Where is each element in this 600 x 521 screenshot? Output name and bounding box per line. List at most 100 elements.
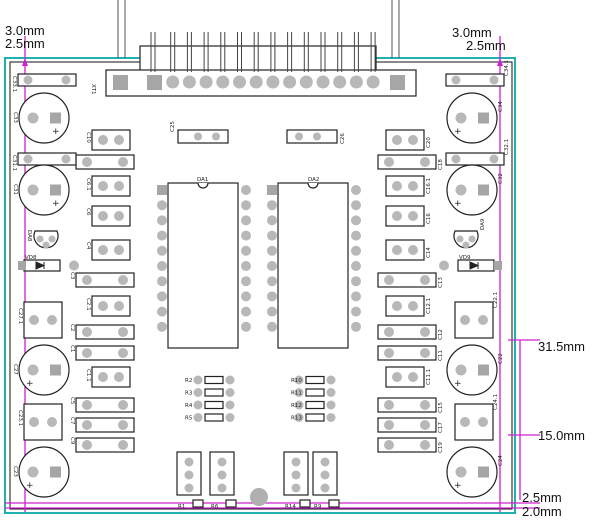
polarity-mark: +: [454, 481, 462, 491]
connector-pin: [182, 75, 196, 89]
ic-pin: [241, 200, 251, 211]
capacitor-label: C18: [438, 159, 444, 170]
trimmer-pad: [291, 470, 301, 480]
ic-pin: [157, 215, 167, 226]
ic-pin: [351, 185, 361, 195]
dim-top-left-outer: 3.0mm: [5, 23, 45, 38]
ic-pin: [241, 276, 251, 287]
capacitor-label: C12.1: [426, 298, 432, 314]
resistor-pad: [326, 388, 336, 397]
ic-pin: [267, 200, 277, 211]
electrolytic-pad: [27, 364, 39, 376]
box-pad: [47, 417, 57, 427]
trimmer-pad: [320, 483, 330, 493]
ic-pin: [267, 276, 277, 287]
regulator-pad: [456, 235, 464, 243]
ic-pin: [157, 321, 167, 332]
dim-top-right-outer: 3.0mm: [452, 25, 492, 40]
electrolytic-pad-square: [478, 364, 489, 376]
capacitor-pad: [118, 420, 128, 430]
capacitor-pad: [98, 245, 108, 255]
resistor-label: R5: [185, 416, 193, 422]
capacitor-pad: [392, 181, 402, 191]
regulator-pad: [468, 235, 476, 243]
capacitor-body: [385, 175, 425, 197]
capacitor-pad: [114, 211, 124, 221]
trimmer-foot: [299, 499, 311, 508]
trimmer-pad: [291, 483, 301, 493]
capacitor-label: C6: [85, 208, 91, 216]
ic-pin: [241, 261, 251, 271]
capacitor-pad: [384, 400, 394, 410]
ic-pin-1: [157, 185, 167, 195]
connector-pin: [166, 75, 180, 89]
capacitor-pad: [392, 245, 402, 255]
capacitor-pad: [118, 440, 128, 450]
ic-pin: [157, 261, 167, 271]
ic-pin: [351, 215, 361, 226]
resistor-body: [204, 375, 224, 385]
dim-right-upper: 31.5mm: [538, 339, 585, 354]
film-label: C32.1: [504, 139, 510, 155]
capacitor-pad: [408, 245, 418, 255]
capacitor-pad: [82, 440, 92, 450]
film-capacitor: [17, 73, 77, 87]
ic-pin: [241, 306, 251, 317]
polarity-mark: +: [26, 379, 34, 389]
electrolytic-pad-square: [478, 466, 489, 478]
trimmer-foot: [192, 499, 204, 508]
ic-pin: [267, 261, 277, 271]
connector-pin-square: [147, 75, 162, 90]
capacitor-body: [385, 366, 425, 388]
polarity-mark: +: [454, 379, 462, 389]
box-pad: [47, 315, 57, 325]
dim-right-middle: 15.0mm: [538, 428, 585, 443]
resistor-label: R10: [291, 378, 302, 384]
resistor-label: R11: [291, 391, 302, 397]
resistor-pad: [294, 388, 304, 397]
resistor-body: [204, 388, 224, 397]
trimmer-pad: [320, 457, 330, 467]
capacitor-pad: [118, 157, 128, 167]
electrolytic-capacitor: [18, 92, 70, 144]
polarity-mark: +: [26, 481, 34, 491]
capacitor-pad: [114, 135, 124, 145]
capacitor-body: [91, 295, 131, 317]
capacitor-label: C4: [85, 242, 91, 250]
trimmer-label: R1: [178, 504, 185, 510]
capacitor-pad: [392, 211, 402, 221]
trimmer-pad: [184, 470, 194, 480]
ic-pin: [351, 306, 361, 317]
capacitor-pad: [384, 348, 394, 358]
capacitor-pad: [408, 135, 418, 145]
trimmer-label: R9: [314, 504, 322, 510]
electrolytic-pad: [27, 184, 39, 196]
resistor-pad: [193, 375, 203, 385]
ic-pin: [267, 306, 277, 317]
capacitor-pad: [420, 400, 430, 410]
film-label: C34.1: [504, 60, 510, 76]
resistor-pad: [294, 413, 304, 422]
capacitor-label: C1.1: [85, 369, 91, 382]
capacitor-label: C14: [426, 247, 432, 258]
electrolytic-capacitor: [18, 446, 70, 498]
connector-pin: [349, 75, 363, 89]
polarity-mark: +: [52, 199, 60, 209]
ic-pin: [241, 321, 251, 332]
dim-top-right-inner: 2.5mm: [466, 38, 506, 53]
capacitor-pad: [420, 157, 430, 167]
polarity-mark: +: [454, 127, 462, 137]
resistor-body: [305, 375, 325, 385]
capacitor-pad: [384, 420, 394, 430]
capacitor-pad: [384, 157, 394, 167]
ic-da2-body: [277, 182, 349, 349]
resistor-body: [305, 400, 325, 410]
capacitor-body: [91, 205, 131, 227]
connector-pin: [333, 75, 347, 89]
electrolytic-pad: [455, 184, 467, 196]
film-pad: [23, 75, 33, 85]
capacitor-body: [385, 239, 425, 261]
trimmer-pad: [320, 470, 330, 480]
resistor-pad: [225, 400, 235, 410]
